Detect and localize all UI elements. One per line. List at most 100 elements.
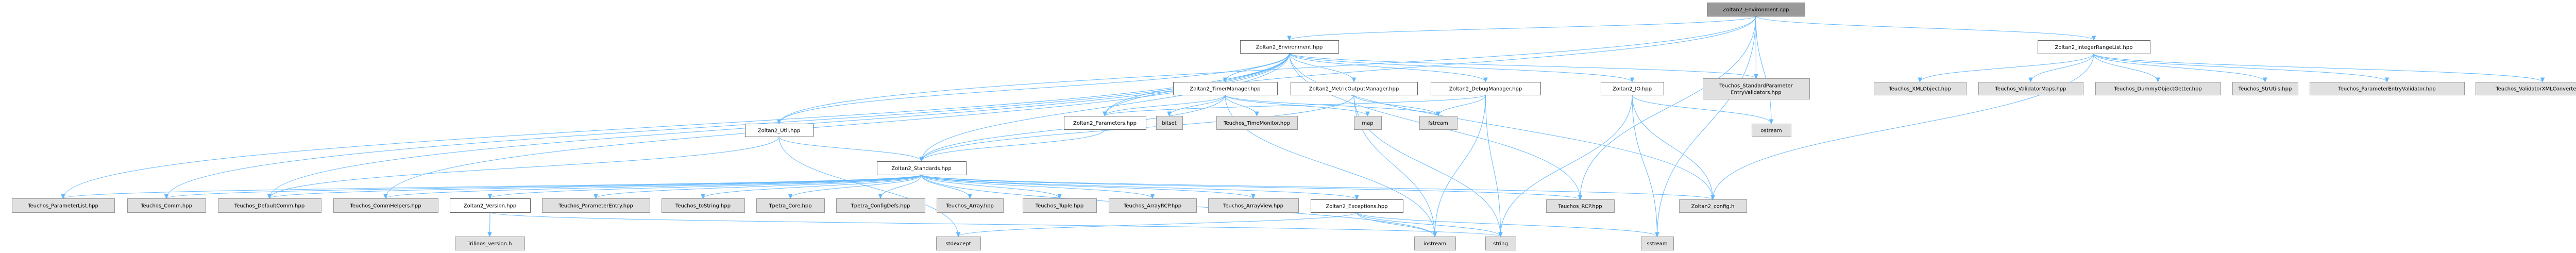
node-t-xmlobj: Teuchos_XMLObject.hpp	[1874, 82, 1967, 95]
node-box	[1354, 116, 1382, 130]
node-label: Teuchos_ArrayView.hpp	[1223, 204, 1283, 209]
node-debug-hpp[interactable]: Zoltan2_DebugManager.hpp	[1431, 82, 1541, 95]
edge-env_hpp-to-t_spev	[1289, 53, 1758, 79]
node-timer-hpp[interactable]: Zoltan2_TimerManager.hpp	[1173, 82, 1278, 95]
node-box	[1601, 82, 1664, 95]
node-metric-hpp[interactable]: Zoltan2_MetricOutputManager.hpp	[1291, 82, 1418, 95]
edge-standards_hpp-to-t_plist	[61, 174, 922, 199]
arrowhead-icon	[1918, 77, 1922, 83]
node-label: Teuchos_StandardParameter	[1719, 83, 1793, 89]
node-label: string	[1493, 241, 1508, 247]
edge-standards_hpp-to-config_h	[921, 174, 1715, 200]
arrowhead-icon	[1167, 111, 1172, 117]
edge-standards_hpp-to-t_defcomm	[267, 174, 922, 199]
edge-version_hpp-to-string	[489, 212, 1503, 238]
node-box	[2310, 82, 2465, 95]
node-box	[745, 124, 814, 137]
node-io-hpp[interactable]: Zoltan2_IO.hpp	[1601, 82, 1664, 95]
node-box	[1978, 82, 2083, 95]
node-label: Teuchos_ValidatorXMLConverter.hpp	[2495, 87, 2576, 92]
arrowhead-icon	[1436, 111, 1440, 117]
arrowhead-icon	[956, 232, 961, 238]
arrowhead-icon	[1057, 194, 1062, 199]
node-label: Teuchos_ParameterList.hpp	[27, 204, 98, 209]
node-version-hpp[interactable]: Zoltan2_Version.hpp	[450, 198, 531, 213]
node-config-h: Zoltan2_config.h	[1679, 199, 1747, 213]
node-label: Zoltan2_Parameters.hpp	[1073, 121, 1137, 126]
edge-standards_hpp-to-t_rcp	[921, 174, 1583, 200]
node-box	[877, 161, 967, 175]
arrowhead-icon	[487, 232, 492, 238]
node-box	[542, 198, 650, 213]
node-label: Teuchos_Array.hpp	[945, 204, 994, 209]
node-label: EntryValidators.hpp	[1731, 90, 1781, 96]
edge-params_hpp-to-standards_hpp	[919, 129, 1105, 162]
node-util-hpp[interactable]: Zoltan2_Util.hpp	[745, 124, 814, 137]
edge-standards_hpp-to-t_pentry	[594, 174, 922, 199]
node-t-tuple: Teuchos_Tuple.hpp	[1023, 198, 1097, 213]
arrowhead-icon	[383, 194, 388, 199]
edge-debug_hpp-to-fstream	[1436, 94, 1486, 117]
edge-irl_hpp-to-t_xmlobj	[1918, 53, 2094, 83]
node-box	[2038, 40, 2150, 54]
node-box	[1679, 199, 1747, 213]
node-t-tostring: Teuchos_toString.hpp	[662, 198, 745, 213]
node-label: iostream	[1423, 241, 1446, 247]
node-label: Tpetra_ConfigDefs.hpp	[851, 204, 910, 209]
arrowhead-icon	[1655, 232, 1659, 238]
node-standards-hpp[interactable]: Zoltan2_Standards.hpp	[877, 161, 967, 175]
node-t-rcp: Teuchos_RCP.hpp	[1546, 199, 1615, 213]
node-label: Zoltan2_Util.hpp	[758, 128, 801, 134]
node-exceptions-hpp[interactable]: Zoltan2_Exceptions.hpp	[1311, 199, 1403, 213]
node-t-defcomm: Teuchos_DefaultComm.hpp	[218, 198, 321, 213]
arrowhead-icon	[2028, 77, 2033, 83]
node-box	[1291, 82, 1418, 95]
node-tp-core: Tpetra_Core.hpp	[756, 198, 825, 213]
node-params-hpp[interactable]: Zoltan2_Parameters.hpp	[1064, 116, 1146, 130]
node-box	[455, 237, 525, 250]
edge-util_hpp-to-standards_hpp	[778, 136, 924, 162]
edge-io_hpp-to-config_h	[1632, 94, 1715, 200]
edge-env_hpp-to-io_hpp	[1289, 53, 1635, 83]
edge-irl_hpp-to-t_dummy	[2093, 53, 2160, 83]
arrowhead-icon	[2263, 77, 2267, 83]
edge-env_hpp-to-metric_hpp	[1289, 53, 1357, 83]
node-env-cpp[interactable]: Zoltan2_Environment.cpp	[1707, 3, 1805, 16]
node-label: Teuchos_StrUtils.hpp	[2238, 87, 2292, 92]
arrowhead-icon	[1754, 74, 1758, 79]
node-box	[1208, 198, 1299, 213]
node-label: Teuchos_ArrayRCP.hpp	[1123, 204, 1181, 209]
edges-layer	[61, 15, 2545, 238]
nodes-layer: Zoltan2_Environment.cppZoltan2_Environme…	[12, 3, 2576, 250]
arrowhead-icon	[1710, 195, 1715, 200]
edge-standards_hpp-to-t_aview	[921, 174, 1256, 199]
node-env-hpp[interactable]: Zoltan2_Environment.hpp	[1240, 40, 1339, 54]
edge-standards_hpp-to-version_hpp	[487, 174, 922, 199]
edge-version_hpp-to-trilinos_ver	[487, 212, 492, 238]
arrowhead-icon	[1251, 194, 1256, 199]
arrowhead-icon	[267, 194, 272, 199]
edge-env_hpp-to-t_commhelp	[383, 53, 1290, 199]
node-label: Zoltan2_MetricOutputManager.hpp	[1309, 87, 1399, 92]
node-t-arcp: Teuchos_ArrayRCP.hpp	[1109, 198, 1197, 213]
node-box	[1240, 40, 1339, 54]
node-label: Teuchos_TimeMonitor.hpp	[1223, 121, 1290, 126]
node-box	[1109, 198, 1197, 213]
node-label: Zoltan2_IntegerRangeList.hpp	[2055, 45, 2133, 50]
arrowhead-icon	[2384, 77, 2389, 83]
node-box	[1752, 124, 1791, 137]
node-label: Zoltan2_Exceptions.hpp	[1326, 204, 1387, 210]
node-box	[1414, 237, 1456, 250]
node-box	[937, 198, 1004, 213]
node-box	[1156, 116, 1183, 130]
node-box	[1707, 3, 1805, 16]
node-irl-hpp[interactable]: Zoltan2_IntegerRangeList.hpp	[2038, 40, 2150, 54]
edge-standards_hpp-to-t_arcp	[921, 174, 1155, 199]
node-box	[1419, 116, 1458, 130]
node-box	[333, 198, 438, 213]
node-fstream: fstream	[1419, 116, 1458, 130]
node-box	[756, 198, 825, 213]
node-t-plist: Teuchos_ParameterList.hpp	[12, 198, 115, 213]
edge-env_hpp-to-debug_hpp	[1289, 53, 1488, 83]
arrowhead-icon	[1769, 119, 1774, 125]
